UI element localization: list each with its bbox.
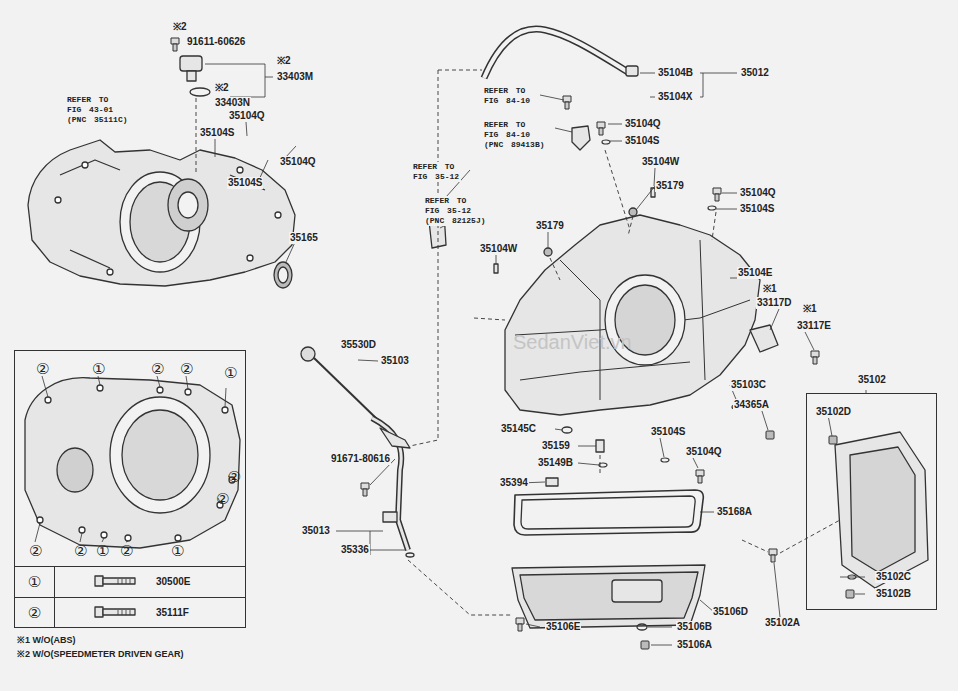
callout-number: ① (27, 574, 42, 590)
callout-number: ② (35, 361, 50, 377)
callout-number: ② (150, 361, 165, 377)
note: ※1 W/O(ABS) (16, 634, 77, 646)
part-number: 35106B (676, 621, 713, 633)
part-number: 35104S (624, 135, 660, 147)
callout-number: ② (28, 543, 43, 559)
part-number: 33403N (214, 97, 251, 109)
watermark: SedanViet.vn (512, 330, 633, 354)
reference-note: REFER TO FIG 43-01 (PNC 35111C) (66, 95, 129, 125)
part-number: 35104S (199, 127, 235, 139)
part-number: 91671-80616 (330, 453, 391, 465)
part-number: 35111F (155, 607, 190, 619)
callout-number: ① (91, 361, 106, 377)
marker: ※2 (276, 55, 292, 67)
part-number: 35145C (500, 423, 537, 435)
reference-note: REFER TO FIG 84-10 (PNC 89413B) (483, 120, 546, 150)
parts-group-box: 3510235102D35102C35102B (806, 393, 937, 610)
inset-panel: ②①②②①②②②②①②①①30500E②35111F (14, 350, 246, 628)
part-number: 35104Q (228, 110, 266, 122)
part-number: 33117D (756, 297, 792, 309)
part-number: 35104Q (685, 446, 723, 458)
part-number: 33117E (796, 320, 832, 332)
part-number: 35103 (380, 355, 410, 367)
callout-number: ① (170, 543, 185, 559)
part-number: 35165 (289, 232, 319, 244)
marker: ※2 (172, 21, 188, 33)
part-number: 30500E (155, 576, 191, 588)
callout-number: ② (27, 605, 42, 621)
part-number: 35104Q (739, 187, 777, 199)
table-cell: 30500E (55, 566, 245, 597)
part-number: 35104W (641, 156, 680, 168)
part-number: 35102B (875, 588, 912, 600)
part-number: 35168A (716, 506, 753, 518)
part-number: 35104S (739, 203, 775, 215)
part-number: 35179 (535, 220, 565, 232)
part-number: 35102A (764, 617, 801, 629)
note: ※2 W/O(SPEEDMETER DRIVEN GEAR) (16, 648, 185, 660)
part-number: 35104B (657, 67, 694, 79)
part-number: 35106D (712, 606, 749, 618)
callout-number: ① (95, 543, 110, 559)
part-number: 35103C (730, 379, 767, 391)
part-number: 35149B (537, 457, 574, 469)
part-number: 33403M (276, 71, 314, 83)
part-number: 35104S (227, 177, 263, 189)
part-number: 34365A (733, 399, 770, 411)
callout-number: ② (119, 543, 134, 559)
marker: ※1 (802, 303, 818, 315)
part-number: 35106A (676, 639, 713, 651)
part-number: 35102 (857, 374, 887, 386)
callout-number: ② (215, 491, 230, 507)
part-number: 35106E (545, 621, 581, 633)
part-number: 35104E (737, 267, 773, 279)
part-number: 35013 (301, 525, 331, 537)
part-number: 35104S (650, 426, 686, 438)
table-cell: ① (15, 566, 55, 597)
part-number: 35104X (657, 91, 693, 103)
callout-number: ② (179, 361, 194, 377)
callout-number: ② (227, 469, 242, 485)
reference-note: REFER TO FIG 35-12 (412, 162, 461, 182)
reference-note: REFER TO FIG 84-10 (483, 86, 532, 106)
part-number: 91611-60626 (186, 36, 246, 48)
table-cell: ② (15, 597, 55, 627)
part-number: 35179 (655, 180, 685, 192)
part-number: 35104W (479, 243, 518, 255)
part-number: 35102D (815, 406, 852, 418)
marker: ※1 (762, 283, 778, 295)
callout-number: ② (73, 543, 88, 559)
part-number: 35336 (340, 544, 370, 556)
part-number: 35012 (740, 67, 770, 79)
marker: ※2 (214, 82, 230, 94)
table-cell: 35111F (55, 597, 245, 627)
part-number: 35530D (340, 339, 377, 351)
part-number: 35104Q (279, 156, 317, 168)
part-number: 35394 (499, 477, 529, 489)
part-number: 35102C (875, 571, 912, 583)
callout-number: ① (223, 365, 238, 381)
part-number: 35104Q (624, 118, 662, 130)
reference-note: REFER TO FIG 35-12 (PNC 82125J) (424, 196, 487, 226)
part-number: 35159 (541, 440, 571, 452)
